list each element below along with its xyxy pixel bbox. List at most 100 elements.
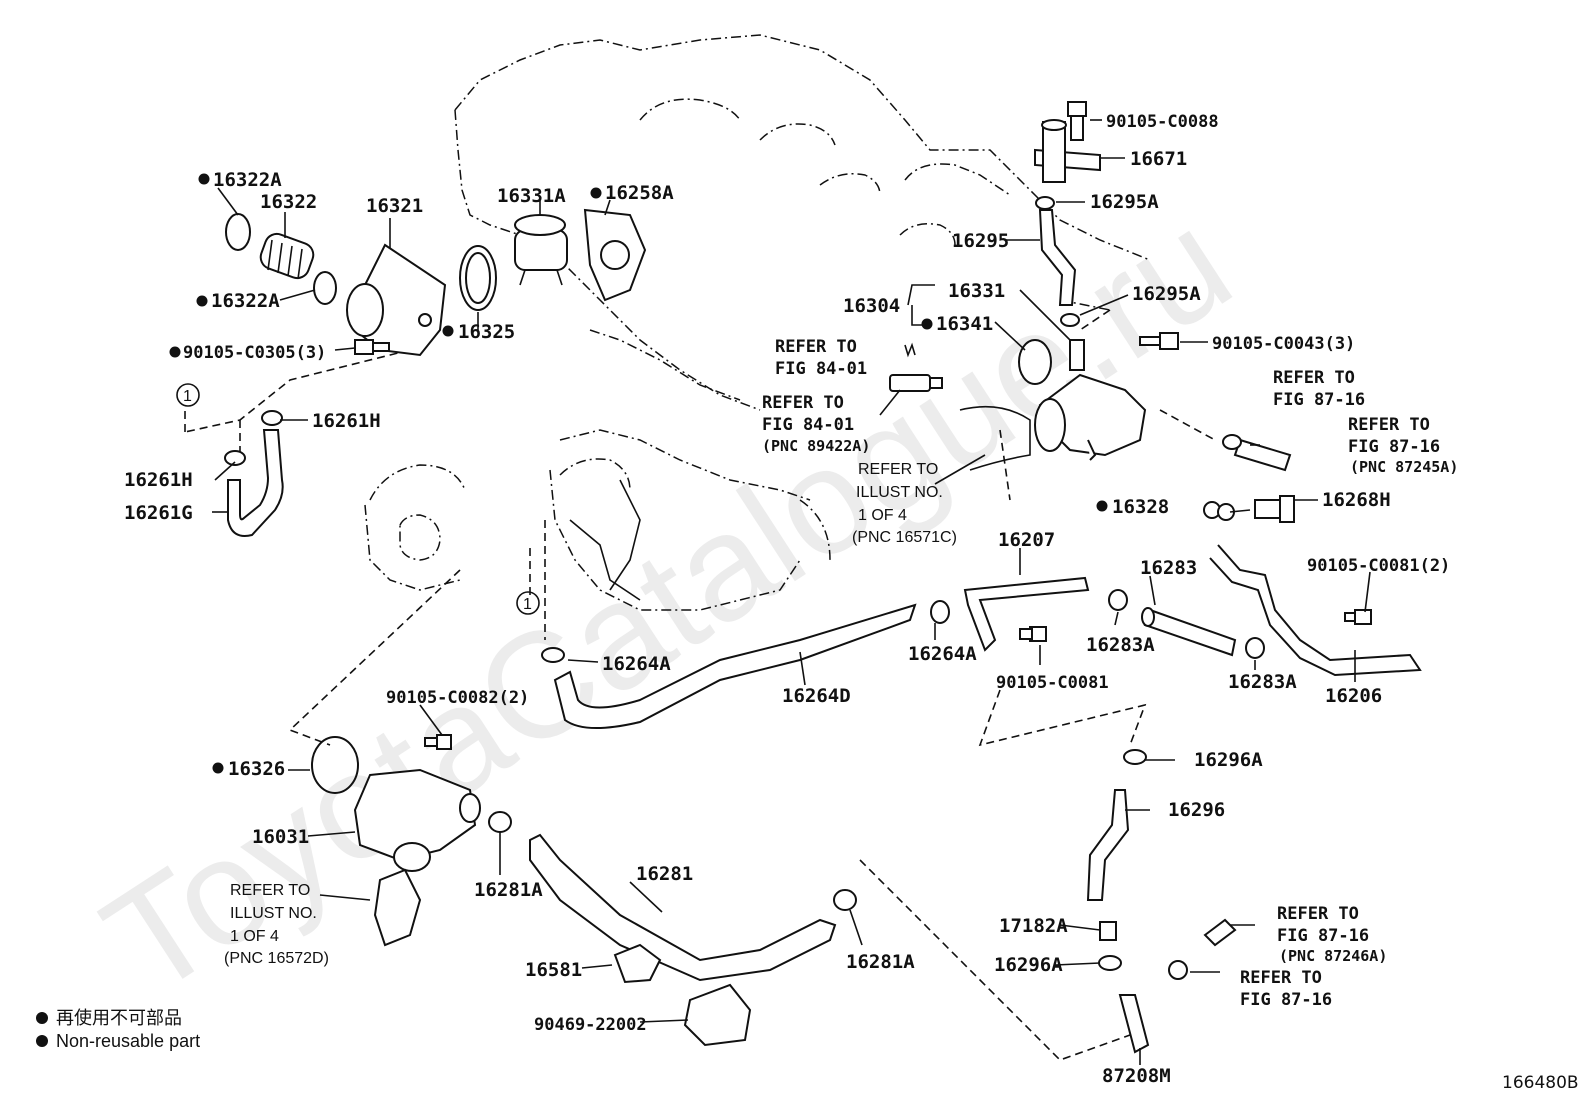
label-16261g: 16261G [124, 502, 193, 524]
legend-dot-2 [36, 1035, 48, 1047]
leader-lines [212, 119, 1371, 1065]
refer-blocks: REFER TO FIG 84-01 REFER TO FIG 84-01 (P… [224, 337, 1458, 1010]
label-16261h-left: 16261H [124, 469, 193, 491]
label-90105-c0081: 90105-C0081 [996, 673, 1109, 693]
svg-text:(PNC 16571C): (PNC 16571C) [852, 529, 957, 546]
svg-text:FIG 87-16: FIG 87-16 [1240, 990, 1332, 1010]
pipe-16206 [1209, 544, 1422, 677]
part-labels: 16322A 16322 16321 16331A 16258A 16322A … [124, 112, 1450, 1087]
circle-ref-1: 1 [176, 383, 200, 407]
o-ring-16326 [311, 736, 359, 794]
hose-16322 [259, 232, 315, 280]
label-16296: 16296 [1168, 799, 1225, 821]
label-16283a-right: 16283A [1228, 671, 1297, 693]
svg-text:(PNC 87246A): (PNC 87246A) [1279, 947, 1387, 965]
label-90105-c0043: 90105-C0043(3) [1212, 334, 1355, 354]
label-16328: 16328 [1112, 496, 1169, 518]
label-16295: 16295 [952, 230, 1009, 252]
clamp-16296a-top [1123, 749, 1147, 765]
label-16331: 16331 [948, 280, 1005, 302]
clamp-16264a-left [541, 647, 565, 663]
legend-line-1: 再使用不可部品 [56, 1008, 182, 1028]
hose-16296 [1086, 789, 1130, 901]
clamp-16283a-right [1245, 637, 1265, 659]
svg-text:FIG 84-01: FIG 84-01 [762, 415, 854, 435]
dot-16322a-bottom [196, 295, 208, 307]
dot-16325 [442, 325, 454, 337]
hose-16281 [529, 833, 837, 982]
svg-text:REFER TO: REFER TO [1240, 968, 1322, 988]
label-16283: 16283 [1140, 557, 1197, 579]
svg-text:FIG 84-01: FIG 84-01 [775, 359, 867, 379]
thermostat-16331a [514, 214, 568, 286]
clamp-16261h-top [261, 410, 283, 426]
bolt-90105-c0088 [1067, 101, 1087, 141]
label-16331a: 16331A [497, 185, 566, 207]
hose-16264d [553, 603, 917, 730]
refer-fig-87-16-a: REFER TO FIG 87-16 [1273, 368, 1365, 410]
label-16321: 16321 [366, 195, 423, 217]
label-16341: 16341 [936, 313, 993, 335]
svg-text:1: 1 [183, 388, 192, 405]
label-16325: 16325 [458, 321, 515, 343]
leader-dashes [184, 309, 1216, 1061]
union-16268h [1254, 495, 1295, 523]
label-16206: 16206 [1325, 685, 1382, 707]
label-16581: 16581 [525, 959, 582, 981]
label-90469-22002: 90469-22002 [534, 1015, 647, 1035]
label-16264a-right: 16264A [908, 643, 977, 665]
svg-text:(PNC 16572D): (PNC 16572D) [224, 950, 329, 967]
label-16304: 16304 [843, 295, 900, 317]
refer-fig-87-16-d: REFER TO FIG 87-16 [1240, 968, 1332, 1010]
label-16281a-left: 16281A [474, 879, 543, 901]
clamp-16295a-mid [1060, 313, 1080, 327]
refer-fig-84-01-b: REFER TO FIG 84-01 (PNC 89422A) [762, 393, 870, 455]
o-ring-16322a-top [225, 213, 251, 251]
label-16295a-top: 16295A [1090, 191, 1159, 213]
label-16296a-bottom: 16296A [994, 954, 1063, 976]
clamp-16296a-bottom [1098, 955, 1122, 971]
refer-fig-87-16-c: REFER TO FIG 87-16 (PNC 87246A) [1277, 904, 1387, 965]
label-16281: 16281 [636, 863, 693, 885]
pipe-16207 [963, 576, 1090, 652]
outlet-16331 [1034, 339, 1147, 461]
hose-87245a [1233, 438, 1292, 472]
hose-16572d [373, 868, 422, 947]
svg-text:REFER TO: REFER TO [1277, 904, 1359, 924]
svg-text:REFER TO: REFER TO [775, 337, 857, 357]
label-87208m: 87208M [1102, 1065, 1171, 1087]
label-90105-c0305: 90105-C0305(3) [183, 343, 326, 363]
label-16207: 16207 [998, 529, 1055, 551]
refer-illust-16572d: REFER TO ILLUST NO. 1 OF 4 (PNC 16572D) [224, 882, 329, 967]
label-16322a-top: 16322A [213, 169, 282, 191]
svg-text:1 OF 4: 1 OF 4 [230, 928, 279, 945]
svg-text:FIG 87-16: FIG 87-16 [1277, 926, 1369, 946]
label-17182a: 17182A [999, 915, 1068, 937]
dot-16341 [921, 318, 933, 330]
svg-text:(PNC 87245A): (PNC 87245A) [1350, 458, 1458, 476]
legend: 再使用不可部品 Non-reusable part [56, 1008, 200, 1051]
legend-dot-1 [36, 1012, 48, 1024]
non-reusable-markers [36, 173, 1108, 1047]
clamp-16295a-top [1035, 196, 1055, 210]
svg-text:1: 1 [523, 596, 532, 613]
parts [224, 101, 1422, 1054]
hose-16261g [227, 429, 284, 537]
label-16264d: 16264D [782, 685, 851, 707]
engine-detail [569, 405, 1031, 601]
label-16258a: 16258A [605, 182, 674, 204]
label-90105-c0082: 90105-C0082(2) [386, 688, 529, 708]
clamp-16264a-right [930, 600, 950, 624]
svg-text:REFER TO: REFER TO [1273, 368, 1355, 388]
bolt-90105-c0305 [354, 339, 390, 355]
label-90105-c0088: 90105-C0088 [1106, 112, 1219, 132]
fitting-16671 [1034, 119, 1101, 183]
dot-90105-c0305 [169, 346, 181, 358]
label-16296a-top: 16296A [1194, 749, 1263, 771]
svg-text:REFER TO: REFER TO [1348, 415, 1430, 435]
dot-16326 [212, 762, 224, 774]
bolt-90105-c0043 [1139, 332, 1179, 350]
label-16326: 16326 [228, 758, 285, 780]
label-16031: 16031 [252, 826, 309, 848]
